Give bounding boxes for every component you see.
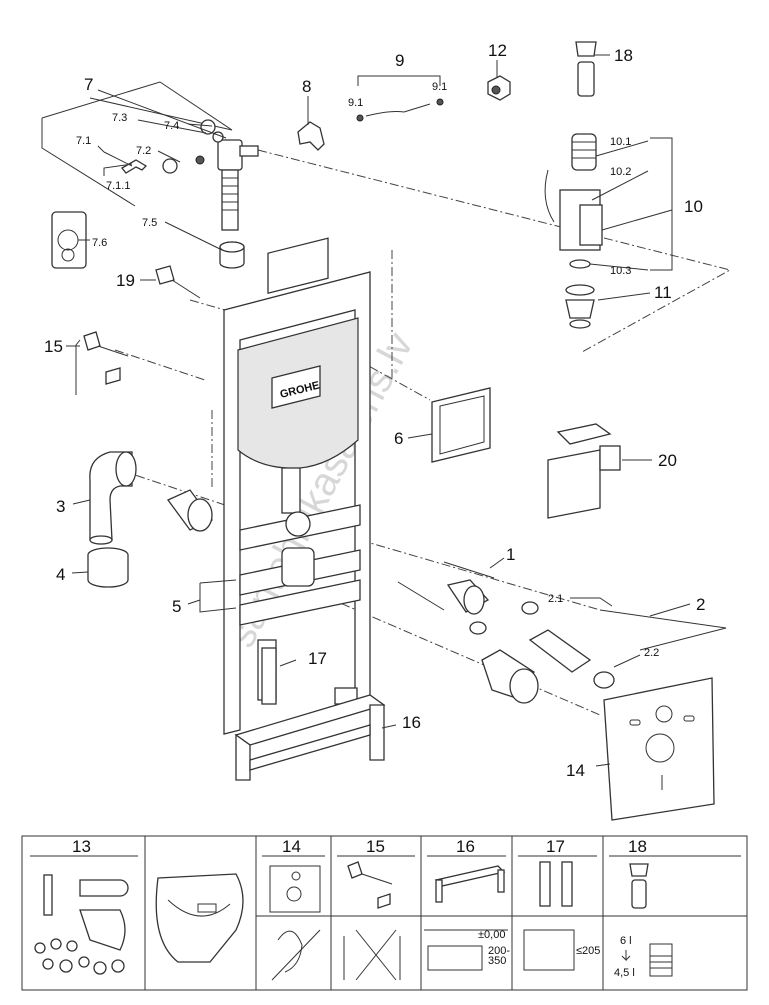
label-8: 8 <box>302 77 311 96</box>
part-8-bracket <box>297 121 325 151</box>
part-18-flush-restrictor <box>575 41 597 97</box>
label-7-2: 7.2 <box>136 145 151 157</box>
label-15: 15 <box>44 337 63 356</box>
part-3-bend <box>89 451 137 545</box>
label-9-1-right: 9.1 <box>432 81 447 93</box>
table-header-17: 17 <box>546 837 565 856</box>
label-6: 6 <box>394 429 403 448</box>
label-10-3: 10.3 <box>610 265 631 277</box>
label-2: 2 <box>696 595 705 614</box>
label-19: 19 <box>116 271 135 290</box>
note-height-range-top: 200- <box>488 945 510 957</box>
label-20: 20 <box>658 451 677 470</box>
label-7-3: 7.3 <box>112 112 127 124</box>
label-1: 1 <box>506 545 515 564</box>
note-height-zero: ±0,00 <box>478 929 505 941</box>
table-header-15: 15 <box>366 837 385 856</box>
part-12-angle-valve <box>487 75 511 101</box>
label-9: 9 <box>395 51 404 70</box>
part-labels: 7 7.3 7.4 7.1 7.2 7.1.1 7.5 7.6 8 9 9.1 … <box>44 41 705 780</box>
cell-toilet-drawing <box>155 873 244 963</box>
label-10: 10 <box>684 197 703 216</box>
part-19-wall-anchor <box>155 265 201 299</box>
part-1-fixing-bolts <box>397 561 539 635</box>
table-header-14: 14 <box>282 837 301 856</box>
note-flush-6: 6 l <box>620 935 632 947</box>
label-10-2: 10.2 <box>610 166 631 178</box>
cell-14-drawing <box>269 865 321 981</box>
part-16-floor-stand <box>234 694 386 781</box>
label-7: 7 <box>84 75 93 94</box>
cell-15-drawing <box>343 861 401 981</box>
part-7-explode-frame <box>41 81 233 207</box>
label-7-1-1: 7.1.1 <box>106 180 130 192</box>
cell-17-drawing: ≤205 <box>523 861 600 971</box>
assembly-guide-lines <box>114 149 732 716</box>
part-20-frame-set <box>547 423 621 519</box>
table-header-18: 18 <box>628 837 647 856</box>
cell-13-drawing <box>34 874 129 975</box>
note-flush-4-5: 4,5 l <box>614 967 635 979</box>
leader-lines <box>66 54 691 767</box>
note-height-range-bottom: 350 <box>488 955 506 967</box>
label-17: 17 <box>308 649 327 668</box>
label-2-2: 2.2 <box>644 647 659 659</box>
part-5-bracket <box>199 579 237 613</box>
label-7-5: 7.5 <box>142 217 157 229</box>
label-5: 5 <box>172 597 181 616</box>
label-11: 11 <box>654 283 672 302</box>
note-max-depth: ≤205 <box>576 945 600 957</box>
part-9-hose <box>356 75 444 122</box>
label-9-1-left: 9.1 <box>348 97 363 109</box>
cell-18-drawing: 6 l 4,5 l <box>614 863 673 979</box>
label-12: 12 <box>488 41 507 60</box>
part-3-sleeve <box>167 489 213 532</box>
part-main-frame: GROHE <box>223 237 371 735</box>
part-10-flush-valve <box>544 133 673 271</box>
part-2-connector-set <box>481 609 727 704</box>
label-16: 16 <box>402 713 421 732</box>
table-header-13: 13 <box>72 837 91 856</box>
label-4: 4 <box>56 565 65 584</box>
accessory-table: 13 14 15 16 17 18 <box>21 835 748 991</box>
label-18: 18 <box>614 46 633 65</box>
table-header-16: 16 <box>456 837 475 856</box>
label-7-6: 7.6 <box>92 237 107 249</box>
part-4-connector <box>87 547 129 588</box>
part-11-outlet-valve <box>565 284 595 329</box>
label-7-4: 7.4 <box>164 120 179 132</box>
part-15-fixing-set <box>75 331 129 395</box>
label-3: 3 <box>56 497 65 516</box>
part-6-inspection-cover <box>431 387 491 463</box>
cell-16-drawing: ±0,00 200- 350 <box>424 865 510 971</box>
label-10-1: 10.1 <box>610 136 631 148</box>
label-14: 14 <box>566 761 585 780</box>
label-7-1: 7.1 <box>76 135 91 147</box>
part-17-frame-legs <box>261 647 277 705</box>
part-14-sound-pad <box>603 677 715 821</box>
part-7-fill-valve <box>121 119 259 269</box>
label-2-1: 2.1 <box>548 593 563 605</box>
